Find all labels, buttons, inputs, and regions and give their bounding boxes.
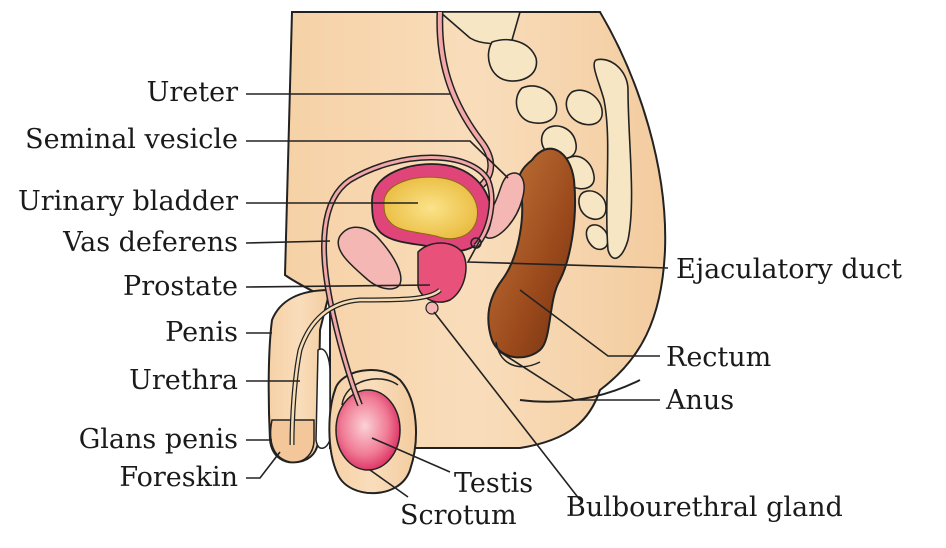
leader-lines bbox=[245, 93, 669, 501]
leader-scrotum bbox=[369, 469, 409, 498]
vertebrae bbox=[437, 11, 633, 260]
bladder-contents bbox=[383, 176, 478, 240]
label-anus: Anus bbox=[666, 385, 735, 416]
label-ejaculatory-duct: Ejaculatory duct bbox=[676, 254, 902, 285]
leader-foreskin bbox=[246, 451, 281, 479]
leader-bulbourethral bbox=[433, 311, 581, 501]
label-vas-deferens: Vas deferens bbox=[63, 227, 238, 258]
testis-shape bbox=[335, 389, 401, 471]
label-ureter: Ureter bbox=[146, 77, 238, 108]
label-foreskin: Foreskin bbox=[119, 462, 238, 493]
pubic-bone bbox=[337, 226, 402, 290]
leader-seminal-vesicle bbox=[246, 140, 509, 179]
label-glans-penis: Glans penis bbox=[78, 424, 238, 455]
leader-testis bbox=[371, 437, 451, 473]
leader-rectum bbox=[519, 289, 660, 357]
bulbourethral-shape bbox=[425, 301, 439, 315]
leader-anus bbox=[499, 351, 660, 401]
label-seminal-vesicle: Seminal vesicle bbox=[25, 124, 238, 155]
label-urethra: Urethra bbox=[129, 365, 238, 396]
label-scrotum: Scrotum bbox=[400, 500, 517, 531]
seminal-vesicle-shape bbox=[482, 172, 525, 239]
label-prostate: Prostate bbox=[123, 271, 238, 302]
label-penis: Penis bbox=[165, 317, 238, 348]
rectum-shape bbox=[487, 147, 577, 359]
label-bulbourethral-gland: Bulbourethral gland bbox=[566, 492, 843, 523]
leader-vas-deferens bbox=[245, 240, 331, 244]
leader-prostate bbox=[245, 284, 431, 288]
label-testis: Testis bbox=[454, 468, 534, 499]
leader-ejaculatory bbox=[466, 239, 669, 269]
label-rectum: Rectum bbox=[666, 342, 772, 373]
label-urinary-bladder: Urinary bladder bbox=[18, 186, 238, 217]
